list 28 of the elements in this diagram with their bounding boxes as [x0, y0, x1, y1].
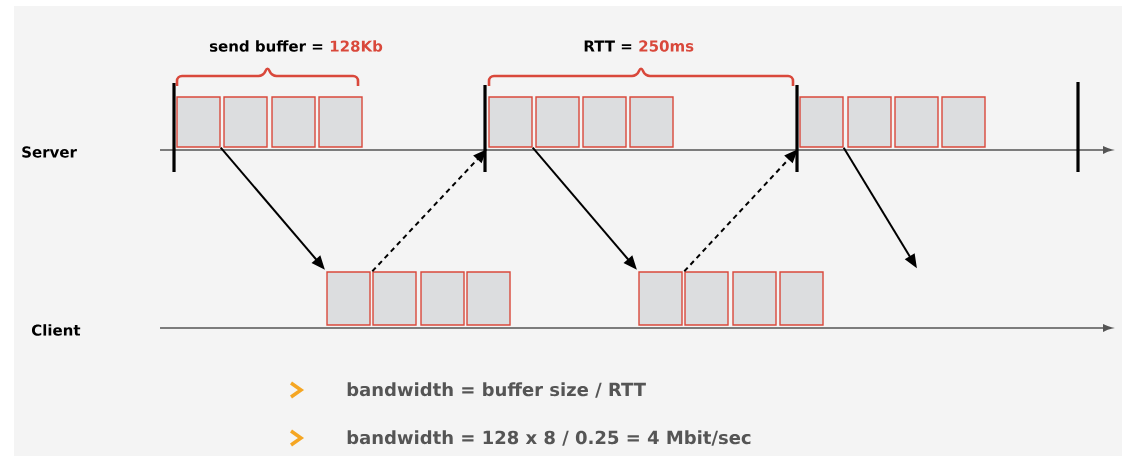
packet-box — [535, 96, 580, 148]
packet-box — [488, 96, 533, 148]
packet-box — [732, 271, 777, 326]
packet-box — [779, 271, 824, 326]
bullet-text: bandwidth = 128 x 8 / 0.25 = 4 Mbit/sec — [347, 430, 751, 446]
bullet-text: bandwidth = buffer size / RTT — [347, 382, 646, 398]
value-text: 128Kb — [330, 40, 383, 52]
title-text: RTT = — [584, 40, 632, 52]
packet-box — [420, 271, 465, 326]
packet-box — [941, 96, 986, 148]
packet-box — [847, 96, 892, 148]
row-label: Server — [22, 146, 77, 158]
packet-box — [684, 271, 729, 326]
packet-box — [582, 96, 627, 148]
packet-box — [799, 96, 844, 148]
packet-box — [223, 96, 268, 148]
packet-box — [176, 96, 221, 148]
row-label: Client — [31, 324, 81, 336]
value-text: 250ms — [639, 40, 694, 52]
title-text: send buffer = — [209, 40, 323, 52]
packet-box — [318, 96, 363, 148]
packet-box — [271, 96, 316, 148]
packet-box — [638, 271, 683, 326]
packet-box — [629, 96, 674, 148]
packet-box — [894, 96, 939, 148]
packet-box — [466, 271, 511, 326]
packet-box — [326, 271, 371, 326]
packet-box — [372, 271, 417, 326]
